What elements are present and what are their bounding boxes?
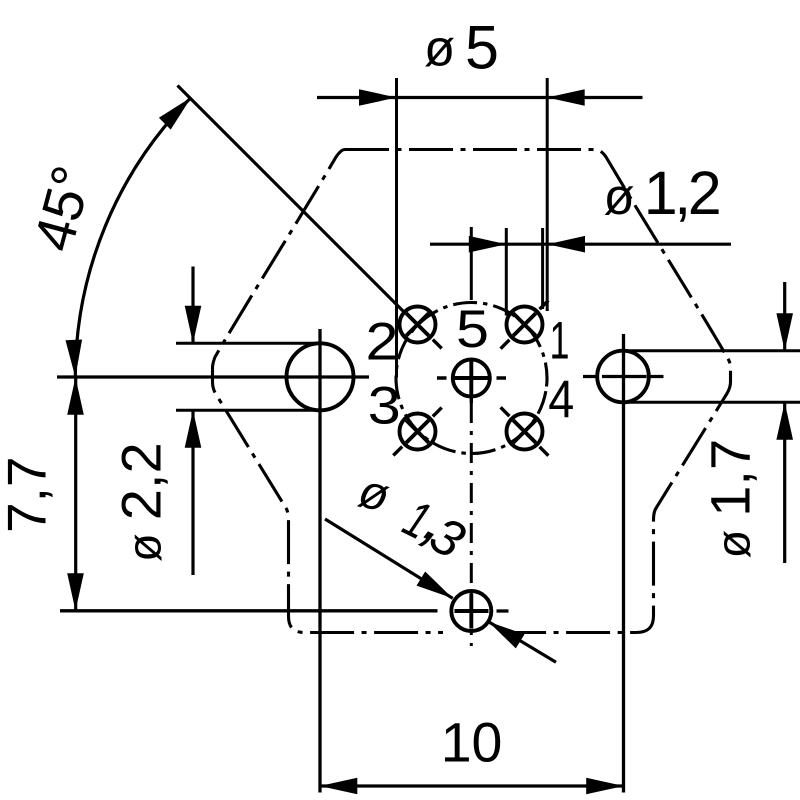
svg-text:5: 5 [456,300,489,359]
svg-text:ø: ø [604,168,635,225]
svg-text:7,7: 7,7 [0,457,57,533]
svg-text:4: 4 [548,371,574,430]
svg-text:1: 1 [550,312,570,371]
svg-text:3: 3 [368,376,401,435]
svg-text:2: 2 [366,312,399,371]
svg-text:ø 2,2: ø 2,2 [110,442,173,562]
svg-text:ø 1,7: ø 1,7 [699,439,762,559]
svg-text:10: 10 [441,712,503,774]
svg-text:5: 5 [465,14,499,82]
svg-text:1,2: 1,2 [644,159,719,227]
svg-text:ø: ø [424,20,455,77]
